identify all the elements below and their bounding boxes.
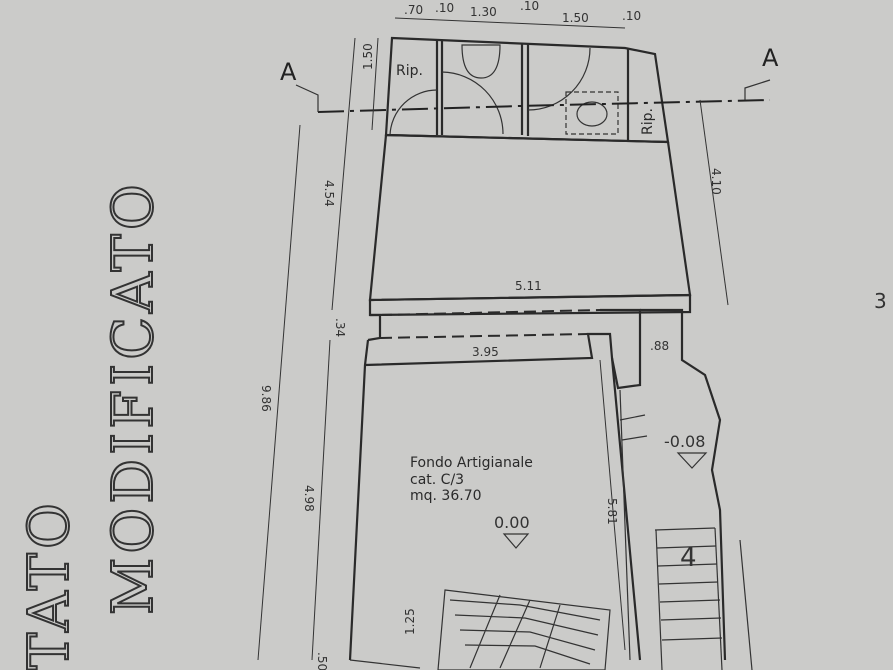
service-block: Rip. Rip.	[384, 36, 670, 144]
room-category: cat. C/3	[410, 472, 464, 488]
dim-service-height: 1.50	[361, 43, 375, 70]
stairs	[654, 527, 753, 670]
dim-side-length: 5.81	[605, 498, 619, 525]
room-area: mq. 36.70	[410, 488, 482, 504]
dim-top-6: .10	[622, 9, 641, 23]
dim-top-5: 1.50	[562, 11, 589, 25]
storage-left-label: Rip.	[396, 63, 423, 79]
dim-top-3: 1.30	[470, 5, 497, 19]
stamp-line-1: TATO	[17, 499, 82, 670]
section-marker-right: A	[762, 44, 779, 72]
dim-corridor-width: .88	[650, 339, 669, 353]
dim-left-upper: 4.54	[322, 180, 336, 207]
section-marker-left: A	[280, 58, 297, 86]
room-level: 0.00	[494, 513, 530, 532]
page-edge-text: 3	[874, 289, 887, 313]
section-line	[317, 99, 771, 113]
dim-upper-width: 5.11	[515, 279, 542, 293]
dim-top-4: .10	[520, 0, 539, 13]
dim-top-1: .70	[404, 3, 423, 17]
hatched-area	[437, 589, 611, 670]
storage-right-label: Rip.	[640, 108, 656, 135]
dim-bottom-small: 1.25	[403, 608, 417, 635]
dim-left-outer: 9.86	[259, 385, 273, 412]
level-marker-icon	[676, 452, 708, 469]
dim-left-lower: 4.98	[302, 485, 316, 512]
stamp-line-2: MODIFICATO	[101, 180, 166, 615]
corridor-level: -0.08	[664, 432, 705, 451]
dim-wall: .34	[333, 318, 347, 337]
dim-top-2: .10	[435, 1, 454, 15]
room-name: Fondo Artigianale	[410, 455, 533, 471]
stair-number: 4	[680, 543, 697, 573]
dim-bottom-left: .50	[315, 652, 329, 670]
level-marker-icon	[502, 533, 530, 549]
dim-lower-width: 3.95	[472, 345, 499, 359]
dim-right-height: 4.10	[709, 168, 723, 195]
